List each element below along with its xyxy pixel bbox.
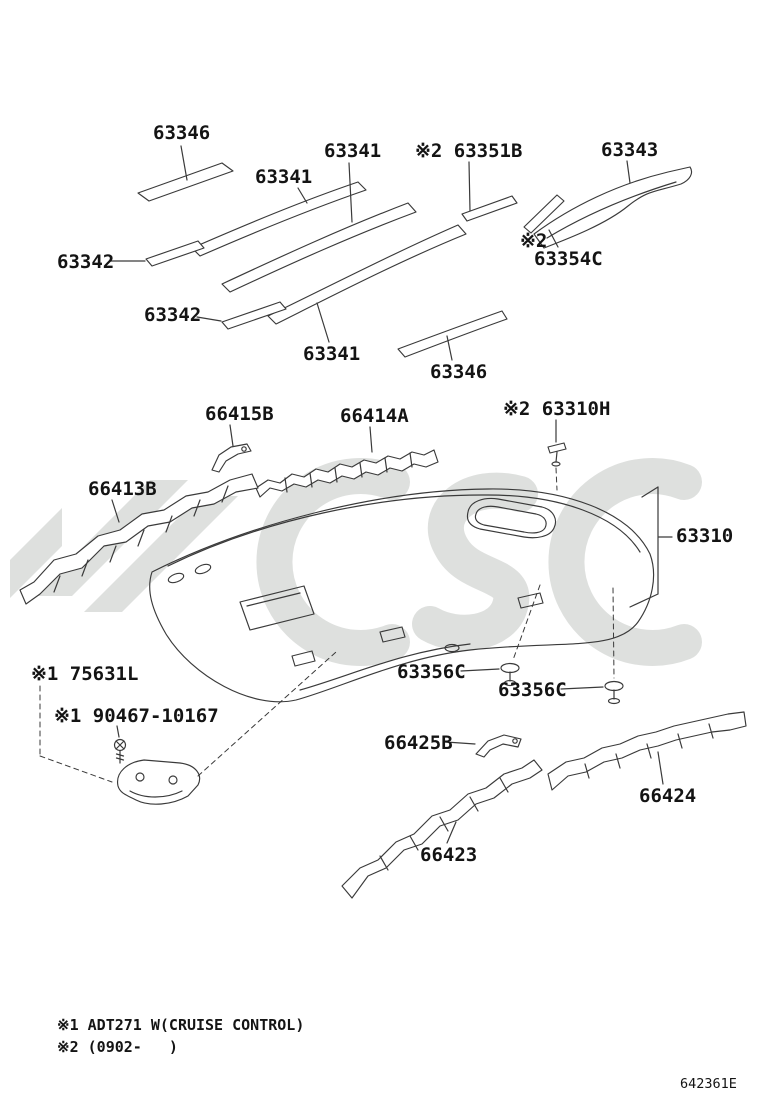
silencer-pads <box>19 449 747 899</box>
clips-and-brackets <box>113 442 624 805</box>
part-label-66415b: 66415B <box>205 403 274 425</box>
part-label-66423: 66423 <box>420 844 478 866</box>
part-label-63341-c: 63341 <box>303 343 361 365</box>
part-label-75631l: ※1 75631L <box>31 663 139 685</box>
part-label-63346-top: 63346 <box>153 122 211 144</box>
part-label-63356c-b: 63356C <box>498 679 567 701</box>
part-label-63351b: ※2 63351B <box>415 140 523 162</box>
part-label-63356c-a: 63356C <box>397 661 466 683</box>
part-label-63341-a: 63341 <box>324 140 382 162</box>
footnote-2: ※2 (0902- ) <box>57 1038 178 1056</box>
part-label-63343: 63343 <box>601 139 659 161</box>
part-label-66425b: 66425B <box>384 732 453 754</box>
headliner-panel <box>149 486 673 703</box>
part-label-63342-b: 63342 <box>144 304 202 326</box>
footnote-1: ※1 ADT271 W(CRUISE CONTROL) <box>57 1016 305 1034</box>
watermark-logo <box>10 458 702 666</box>
part-label-asterisk2: ※2 <box>520 230 548 252</box>
part-label-63342-a: 63342 <box>57 251 115 273</box>
part-label-63346-bottom: 63346 <box>430 361 488 383</box>
part-label-66413b: 66413B <box>88 478 157 500</box>
part-label-63310h: ※2 63310H <box>503 398 611 420</box>
part-label-63341-b: 63341 <box>255 166 313 188</box>
part-label-63310: 63310 <box>676 525 734 547</box>
doc-code: 642361E <box>680 1076 737 1092</box>
part-label-66424: 66424 <box>639 785 697 807</box>
part-label-63354c: 63354C <box>534 248 603 270</box>
leader-lines <box>109 145 664 844</box>
part-label-66414a: 66414A <box>340 405 409 427</box>
roof-strips <box>137 162 693 358</box>
dashed-lines <box>39 467 615 783</box>
part-label-90467-10167: ※1 90467-10167 <box>54 705 219 727</box>
